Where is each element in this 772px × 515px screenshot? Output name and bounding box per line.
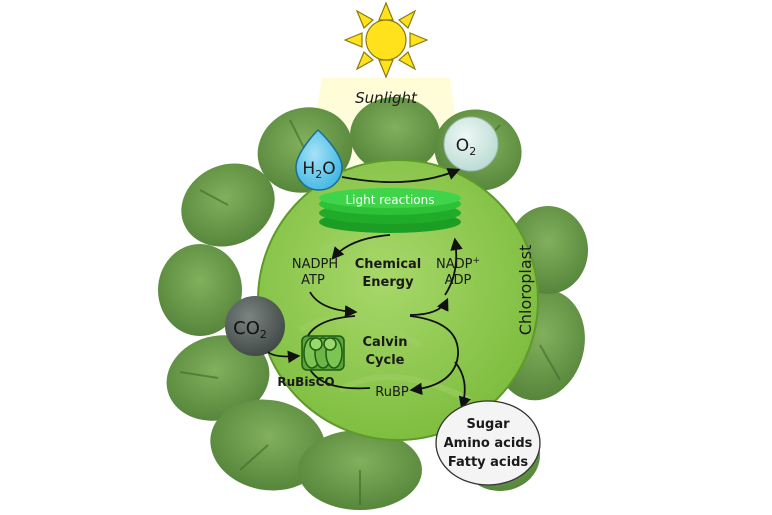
nadph-label: NADPH <box>292 257 338 272</box>
fatty-acids-label: Fatty acids <box>448 455 529 470</box>
co2-bubble <box>225 296 285 356</box>
co2-to-rubisco-arrow <box>267 350 301 364</box>
atp-label: ATP <box>301 273 325 288</box>
products-bubble <box>435 400 541 486</box>
calvin-cycle-return-arrow <box>409 315 459 396</box>
energy-label: Energy <box>362 275 414 290</box>
cycle-label: Cycle <box>366 353 405 368</box>
water-to-oxygen-arrow <box>341 168 461 183</box>
atp-to-calvin-arrow <box>309 291 358 318</box>
light-to-nadph-arrow <box>331 234 391 260</box>
co2-label: CO2 <box>233 318 267 341</box>
o2-label: O2 <box>456 136 476 158</box>
leaf <box>350 97 440 173</box>
calvin-to-products-arrow <box>454 361 471 410</box>
oxygen-bubble <box>443 116 499 172</box>
light-reactions-label: Light reactions <box>345 193 434 207</box>
leaf-vein <box>179 119 561 505</box>
adp-to-light-arrow <box>444 237 463 296</box>
rubisco-label: RuBisCO <box>277 375 334 389</box>
chemical-label: Chemical <box>355 257 422 272</box>
sugar-label: Sugar <box>466 417 510 432</box>
thylakoid-stack <box>319 188 461 233</box>
calvin-label: Calvin <box>363 335 408 350</box>
adp-label: ADP <box>445 273 472 288</box>
rubp-label: RuBP <box>375 385 409 400</box>
chloroplast-label: Chloroplast <box>516 245 535 336</box>
rubisco-enzyme-icon <box>301 335 345 371</box>
water-drop-icon <box>295 128 343 191</box>
h2o-label: H2O <box>302 159 335 181</box>
nadp-label: NADP+ <box>436 256 480 272</box>
calvin-to-adp-arrow <box>409 297 449 316</box>
sunlight-label: Sunlight <box>355 89 418 107</box>
amino-acids-label: Amino acids <box>444 436 533 451</box>
sun-icon <box>343 1 429 79</box>
leaf <box>158 244 242 336</box>
